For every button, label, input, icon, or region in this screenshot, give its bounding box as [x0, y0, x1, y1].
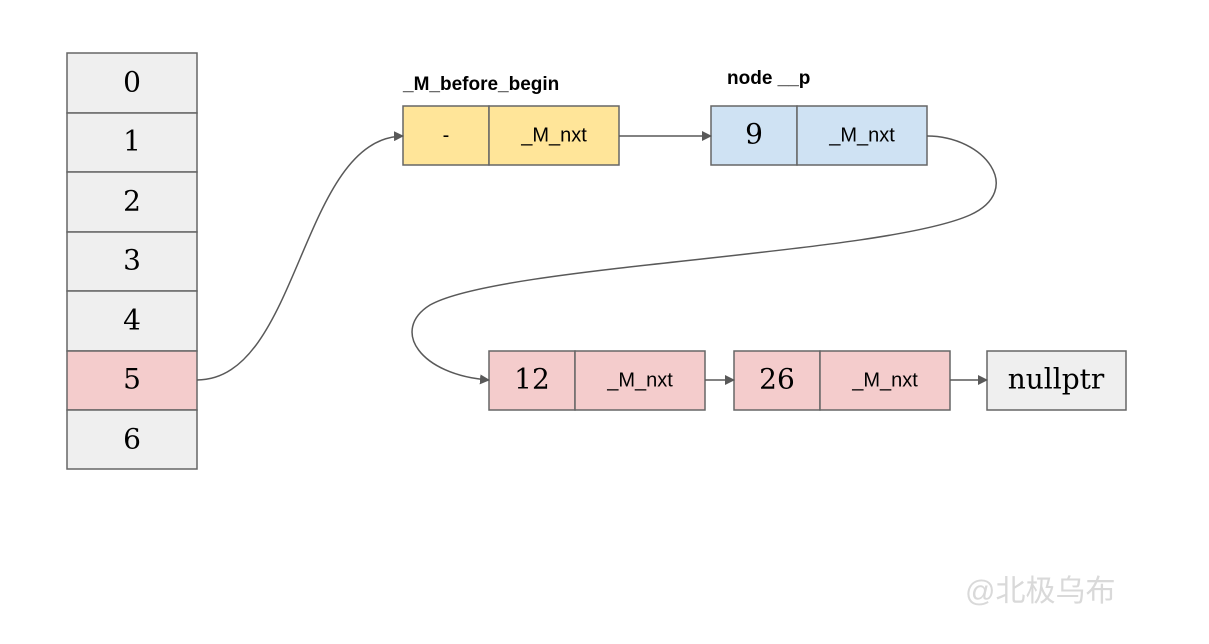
arrow-node9-to-node12: [411, 135, 997, 385]
bucket-label-5: 5: [123, 363, 141, 396]
bucket-cell-6: 6: [66, 409, 198, 470]
bucket-label-2: 2: [123, 185, 141, 218]
bucket-label-0: 0: [123, 66, 141, 99]
node-9-value: 9: [745, 118, 763, 151]
bucket-label-6: 6: [123, 423, 141, 456]
node-9-next: _M_nxt: [828, 124, 895, 146]
node-before-begin: - _M_nxt: [402, 105, 620, 166]
node-before-begin-next: _M_nxt: [520, 124, 587, 146]
bucket-cell-4: 4: [66, 290, 198, 352]
bucket-cell-0: 0: [66, 52, 198, 114]
nullptr-label: nullptr: [1008, 363, 1105, 396]
node-26-value: 26: [759, 363, 795, 396]
node-12: 12 _M_nxt: [488, 350, 706, 411]
node-9: 9 _M_nxt: [710, 105, 928, 166]
bucket-cell-3: 3: [66, 231, 198, 292]
node-26: 26 _M_nxt: [733, 350, 951, 411]
node-12-value: 12: [514, 363, 550, 396]
bucket-cell-5: 5: [66, 350, 198, 411]
bucket-label-1: 1: [123, 125, 141, 158]
node-26-next: _M_nxt: [851, 369, 918, 391]
node-12-next: _M_nxt: [606, 369, 673, 391]
nullptr-box: nullptr: [986, 350, 1127, 411]
bucket-cell-1: 1: [66, 112, 198, 173]
label-before-begin: _M_before_begin: [402, 74, 559, 95]
arrow-bucket5-to-before-begin: [196, 131, 404, 381]
label-node-p: node __p: [727, 68, 810, 89]
node-before-begin-value: -: [443, 124, 450, 146]
bucket-label-4: 4: [123, 304, 141, 337]
bucket-cell-2: 2: [66, 171, 198, 233]
bucket-label-3: 3: [123, 244, 141, 277]
bucket-array: 0 1 2 3 4 5 6: [66, 52, 198, 470]
watermark: @北极乌布: [965, 575, 1115, 608]
